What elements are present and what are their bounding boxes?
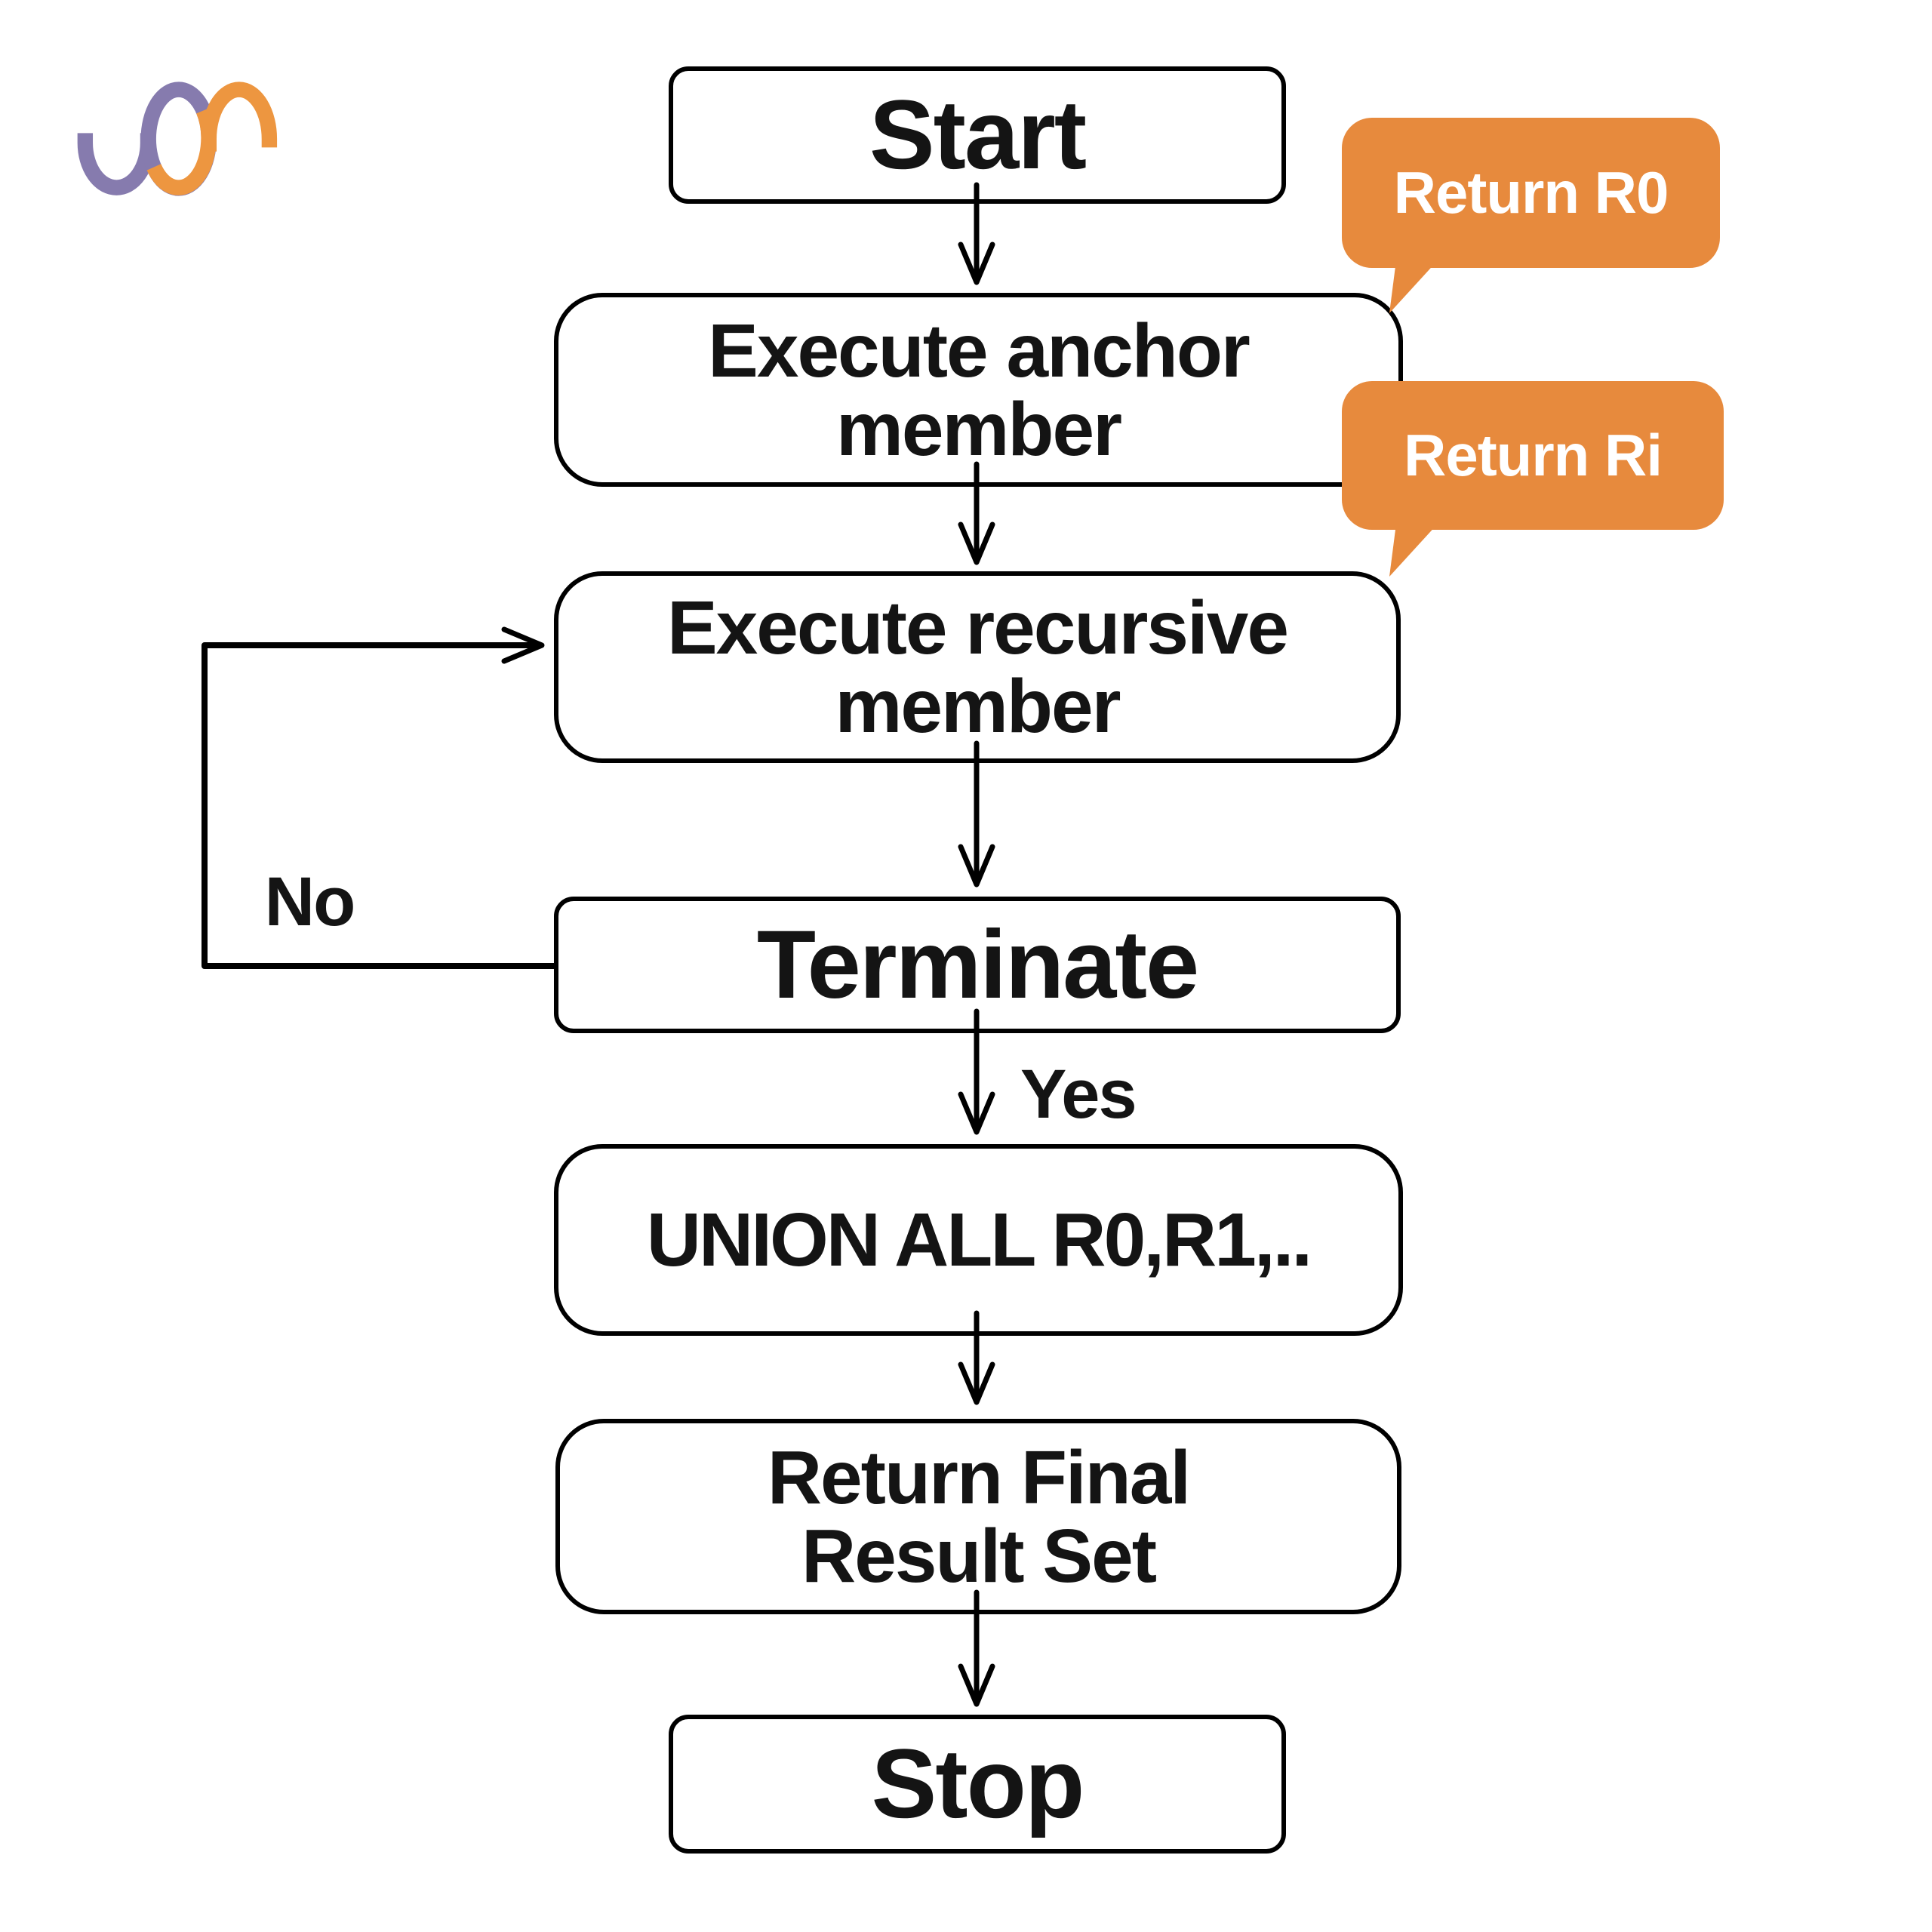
node-return-final-result-set-label: Return Final Result Set: [767, 1435, 1191, 1598]
callout-tails: [1389, 260, 1438, 577]
node-start: Start: [669, 66, 1286, 204]
node-stop-label: Stop: [871, 1728, 1085, 1839]
node-execute-anchor-member-label: Execute anchor member: [708, 308, 1251, 472]
callout-return-ri: Return Ri: [1342, 381, 1724, 530]
edge-start-to-anchor: [958, 182, 995, 285]
arrowhead-down-icon: [958, 242, 995, 285]
logo-wave-o-orange: [146, 107, 217, 195]
edge-anchor-to-recursive: [958, 461, 995, 565]
callout-return-ri-tail: [1389, 524, 1438, 577]
callout-return-ri-label: Return Ri: [1404, 422, 1663, 488]
node-terminate-label: Terminate: [756, 910, 1199, 1019]
edge-terminate-no-loop-to-recursive: [202, 626, 557, 969]
edge-terminate-to-union-yes: [958, 1008, 995, 1135]
arrowhead-down-icon: [958, 844, 995, 888]
edge-label-yes: Yes: [1020, 1056, 1137, 1133]
arrowhead-down-icon: [958, 1361, 995, 1405]
brand-logo: [77, 82, 278, 196]
callout-return-r0: Return R0: [1342, 118, 1720, 268]
edge-final-to-stop: [958, 1589, 995, 1707]
logo-wave-u-purple: [77, 133, 156, 195]
node-union-all-label: UNION ALL R0,R1,..: [646, 1198, 1312, 1282]
edge-label-no: No: [264, 863, 356, 940]
node-stop: Stop: [669, 1715, 1286, 1854]
arrowhead-down-icon: [958, 521, 995, 565]
arrowhead-right-icon: [501, 626, 545, 664]
node-return-final-result-set: Return Final Result Set: [555, 1419, 1401, 1614]
callout-return-r0-label: Return R0: [1393, 159, 1669, 226]
node-start-label: Start: [869, 79, 1087, 190]
arrowhead-down-icon: [958, 1091, 995, 1135]
logo-wave-n-orange: [201, 82, 278, 152]
edge-recursive-to-terminate: [958, 740, 995, 888]
edge-line: [202, 642, 557, 969]
callout-return-r0-tail: [1389, 260, 1438, 313]
node-execute-recursive-member-label: Execute recursive member: [666, 586, 1289, 749]
edge-union-to-final: [958, 1310, 995, 1405]
arrowhead-down-icon: [958, 1663, 995, 1707]
